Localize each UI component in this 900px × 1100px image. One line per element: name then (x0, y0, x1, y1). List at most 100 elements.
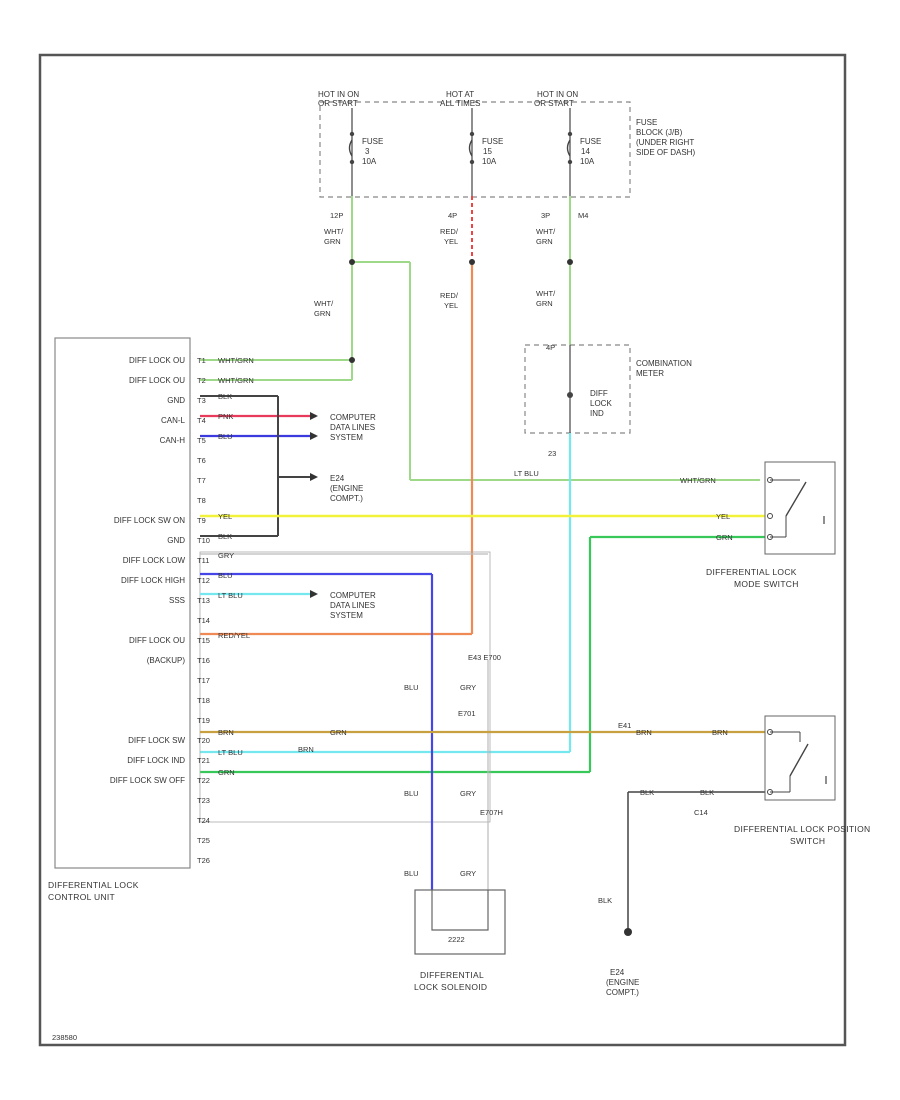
meter-lamp-2: LOCK (590, 399, 612, 408)
meter-name-1: COMBINATION (636, 359, 692, 368)
wire-label-wht-1: WHT/ (324, 227, 344, 236)
control-unit-name-2: CONTROL UNIT (48, 892, 115, 902)
ref-computer-data-2c: SYSTEM (330, 611, 363, 620)
cu-wire-label-t2: WHT/GRN (218, 376, 254, 385)
ref-ground-1: E24 (330, 474, 345, 483)
solenoid-body: 2222 (414, 889, 506, 955)
cu-pin-label-13: SSS (169, 596, 185, 605)
cu-wire-label-t4: PNK (218, 412, 233, 421)
wire-label-grn-4: GRN (536, 299, 553, 308)
wire-lt-blu-sss (200, 590, 318, 598)
meter-name-2: METER (636, 369, 664, 378)
mode-switch-name-2: MODE SWITCH (734, 579, 799, 589)
wire-label-red-1: RED/ (440, 227, 459, 236)
wire-position-switch-ground (624, 791, 765, 936)
ref-computer-data-2b: DATA LINES (330, 601, 375, 610)
cu-pin-label-4: CAN-L (161, 416, 186, 425)
cu-wire-label-t5: BLU (218, 432, 233, 441)
wire-label-grn-3: GRN (536, 237, 553, 246)
wire-label-grn-6: GRN (330, 728, 347, 737)
ref-ground-3: COMPT.) (330, 494, 363, 503)
cu-pin-13: T13 (197, 596, 210, 605)
hot-label-2b: ALL TIMES (440, 99, 480, 108)
cu-pin-24: T24 (197, 816, 210, 825)
wire-label-wht-grn-5: WHT/GRN (680, 476, 716, 485)
ref-computer-data-1b: DATA LINES (330, 423, 375, 432)
wire-gnd-blk (200, 395, 318, 537)
wire-label-blu-3: BLU (404, 869, 419, 878)
meter-lamp-1: DIFF (590, 389, 608, 398)
wire-label-blk-3: BLK (598, 896, 612, 905)
wire-label-gry-2: GRY (460, 789, 476, 798)
cu-pin-14: T14 (197, 616, 210, 625)
cu-wire-label-t20: BRN (218, 728, 234, 737)
position-switch (764, 715, 836, 801)
cu-wire-label-t22: GRN (218, 768, 235, 777)
cu-pin-8: T8 (197, 496, 206, 505)
cu-pin-19: T19 (197, 716, 210, 725)
cu-pin-label-2: DIFF LOCK OU (129, 376, 185, 385)
ref-computer-data-2a: COMPUTER (330, 591, 376, 600)
wire-label-wht-3: WHT/ (536, 227, 556, 236)
cu-pin-10: T10 (197, 536, 210, 545)
cu-pin-17: T17 (197, 676, 210, 685)
wire-wht-grn-fuse14 (567, 196, 573, 345)
fuse-block: HOT IN ON OR START HOT AT ALL TIMES HOT … (318, 90, 695, 198)
cu-pin-5: T5 (197, 436, 206, 445)
diagram-frame (38, 53, 847, 1047)
wire-label-blk-1: BLK (640, 788, 654, 797)
cu-wire-label-t1: WHT/GRN (218, 356, 254, 365)
cu-wire-label-t10: BLK (218, 532, 232, 541)
cu-wire-label-t9: YEL (218, 512, 232, 521)
hot-label-2a: HOT AT (446, 90, 474, 99)
cu-pin-25: T25 (197, 836, 210, 845)
wire-label-yel-1: YEL (444, 237, 458, 246)
cu-pin-9: T9 (197, 516, 206, 525)
wire-lt-blu (200, 433, 572, 754)
wire-label-gry-3: GRY (460, 869, 476, 878)
ref-computer-data-1a: COMPUTER (330, 413, 376, 422)
cu-pin-1: T1 (197, 356, 206, 365)
ref-ground-bottom-3: COMPT.) (606, 988, 639, 997)
cu-pin-label-15: DIFF LOCK OU (129, 636, 185, 645)
cu-pin-26: T26 (197, 856, 210, 865)
cu-pin-15: T15 (197, 636, 210, 645)
fuse-14-label: FUSE (580, 137, 601, 146)
cu-pin-label-10: GND (167, 536, 185, 545)
fuse-block-name-1: FUSE (636, 118, 657, 127)
hot-label-3a: HOT IN ON (537, 90, 578, 99)
wire-label-grn-1: GRN (324, 237, 341, 246)
ref-ground-bottom-1: E24 (610, 968, 625, 977)
cu-pin-label-20: DIFF LOCK SW (128, 736, 185, 745)
meter-lamp-3: IND (590, 409, 604, 418)
ref-ground-bottom-2: (ENGINE (606, 978, 639, 987)
solenoid-conn-1: E43 E700 (468, 653, 501, 662)
wire-label-blk-2: BLK (700, 788, 714, 797)
fuse-3-label: FUSE (362, 137, 383, 146)
cu-pin-label-9: DIFF LOCK SW ON (114, 516, 185, 525)
solenoid-harness-box (199, 551, 491, 823)
fuse-pin-12p: 12P (330, 211, 343, 220)
cu-pin-12: T12 (197, 576, 210, 585)
figure-id: 238580 (52, 1033, 77, 1042)
cu-wire-label-t13: LT BLU (218, 591, 243, 600)
control-unit-name-1: DIFFERENTIAL LOCK (48, 880, 139, 890)
fuse-pin-m4: M4 (578, 211, 588, 220)
fuse-14-rating: 10A (580, 157, 595, 166)
wire-label-gry-1: GRY (460, 683, 476, 692)
control-unit-box (54, 337, 191, 869)
solenoid-name-1: DIFFERENTIAL (420, 970, 484, 980)
hot-label-3b: OR START (534, 99, 574, 108)
cu-wire-label-t12: BLU (218, 571, 233, 580)
cu-pin-11: T11 (197, 556, 209, 565)
cu-pin-label-1: DIFF LOCK OU (129, 356, 185, 365)
wire-wht-grn-fuse3 (200, 196, 760, 481)
fuse-15-num: 15 (483, 147, 492, 156)
cu-pin-label-3: GND (167, 396, 185, 405)
combination-meter: DIFF LOCK IND 4P 23 (524, 343, 631, 458)
wire-label-grn-5: GRN (716, 533, 733, 542)
cu-pin-16: T16 (197, 656, 210, 665)
cu-pin-18: T18 (197, 696, 210, 705)
